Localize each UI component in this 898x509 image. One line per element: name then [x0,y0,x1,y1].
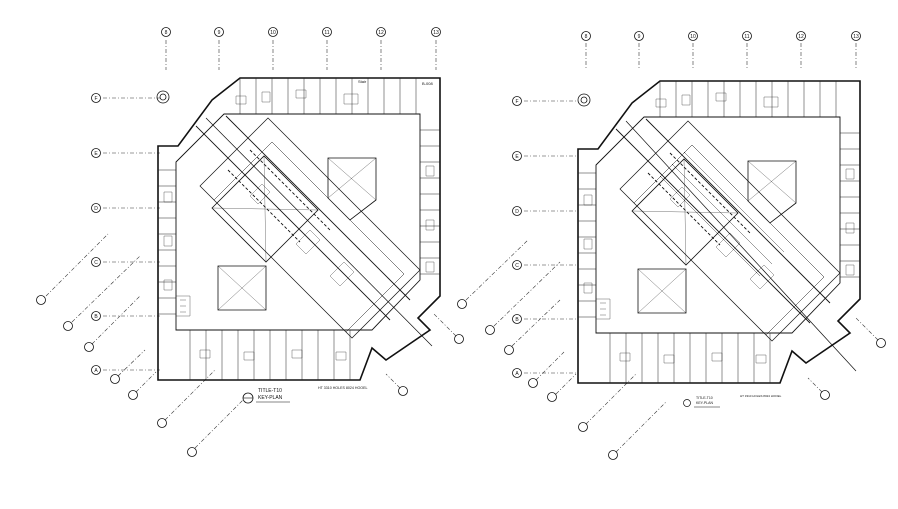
left-grid-bubbles [91,93,101,375]
grid-label-left-4: C [515,263,519,269]
top-grid-labels: 8 9 10 11 12 13 [585,34,859,40]
room-partitions [158,78,440,380]
floor-plan-left: 8 9 10 11 12 13 F E D C B A B-008 Stair … [36,27,464,457]
grid-label-top-6: 13 [433,30,439,36]
left-grid-labels: F E D C B A [94,96,98,374]
grid-label-top-1: 8 [165,30,168,36]
grid-label-left-5: B [94,314,98,320]
grid-label-left-2: E [94,151,98,157]
top-grid-labels: 8 9 10 11 12 13 [165,30,439,36]
building-outline [577,80,861,384]
title-line-1: TITLE-T10 [696,396,713,400]
detail-hatching [163,89,435,361]
grid-label-left-6: A [94,368,98,374]
north-marker-icon [156,90,170,104]
left-grid-bubbles [512,96,522,378]
grid-label-top-5: 12 [798,34,804,40]
title-block: TITLE-T10 KEY-PLAN HT 3310 HOLES 8024 HO… [242,386,367,404]
top-grid-bubbles [581,31,861,41]
grid-lines [465,43,879,453]
grid-label-left-5: B [515,317,519,323]
title-line-1: TITLE-T10 [258,388,282,394]
grid-label-left-1: F [515,99,518,105]
title-line-2: KEY-PLAN [696,401,713,405]
north-marker-icon [577,93,591,107]
grid-label-top-3: 10 [690,34,696,40]
grid-label-left-2: E [515,154,519,160]
diagonal-grid-bubbles [457,299,886,460]
grid-label-left-3: D [515,209,519,215]
grid-label-top-5: 12 [378,30,384,36]
top-grid-bubbles [161,27,441,37]
stair-tag: Stair [358,79,367,84]
title-caption: HT 3310 HOLES 8024 HOOEL [318,386,367,390]
grid-label-top-4: 11 [744,34,749,40]
grid-label-left-4: C [94,260,98,266]
grid-label-top-4: 11 [324,30,329,36]
title-block: TITLE-T10 KEY-PLAN HT 3310 HOLES 8024 HO… [683,394,782,408]
title-symbol-icon [683,399,691,407]
grid-label-top-6: 13 [853,34,859,40]
title-line-2: KEY-PLAN [258,395,283,401]
floor-plan-right: 8 9 10 11 12 13 F E D C B A TITLE-T10 KE… [457,31,886,460]
grid-label-top-1: 8 [585,34,588,40]
courtyards [631,158,797,314]
room-partitions [578,81,860,383]
grid-lines [45,40,457,449]
diagonal-core-wing [615,118,857,372]
grid-label-top-3: 10 [270,30,276,36]
courtyards [211,155,377,311]
grid-label-left-1: F [94,96,97,102]
grid-label-top-2: 9 [218,30,221,36]
diagonal-core-wing [195,115,433,347]
building-outline [157,77,441,381]
left-grid-labels: F E D C B A [515,99,519,377]
corner-label: B-008 [422,81,433,86]
detail-hatching [583,92,855,364]
diagonal-grid-bubbles [36,295,464,457]
grid-label-top-2: 9 [638,34,641,40]
grid-label-left-6: A [515,371,519,377]
grid-label-left-3: D [94,206,98,212]
title-caption: HT 3310 HOLES 8024 HOOEL [740,394,782,398]
